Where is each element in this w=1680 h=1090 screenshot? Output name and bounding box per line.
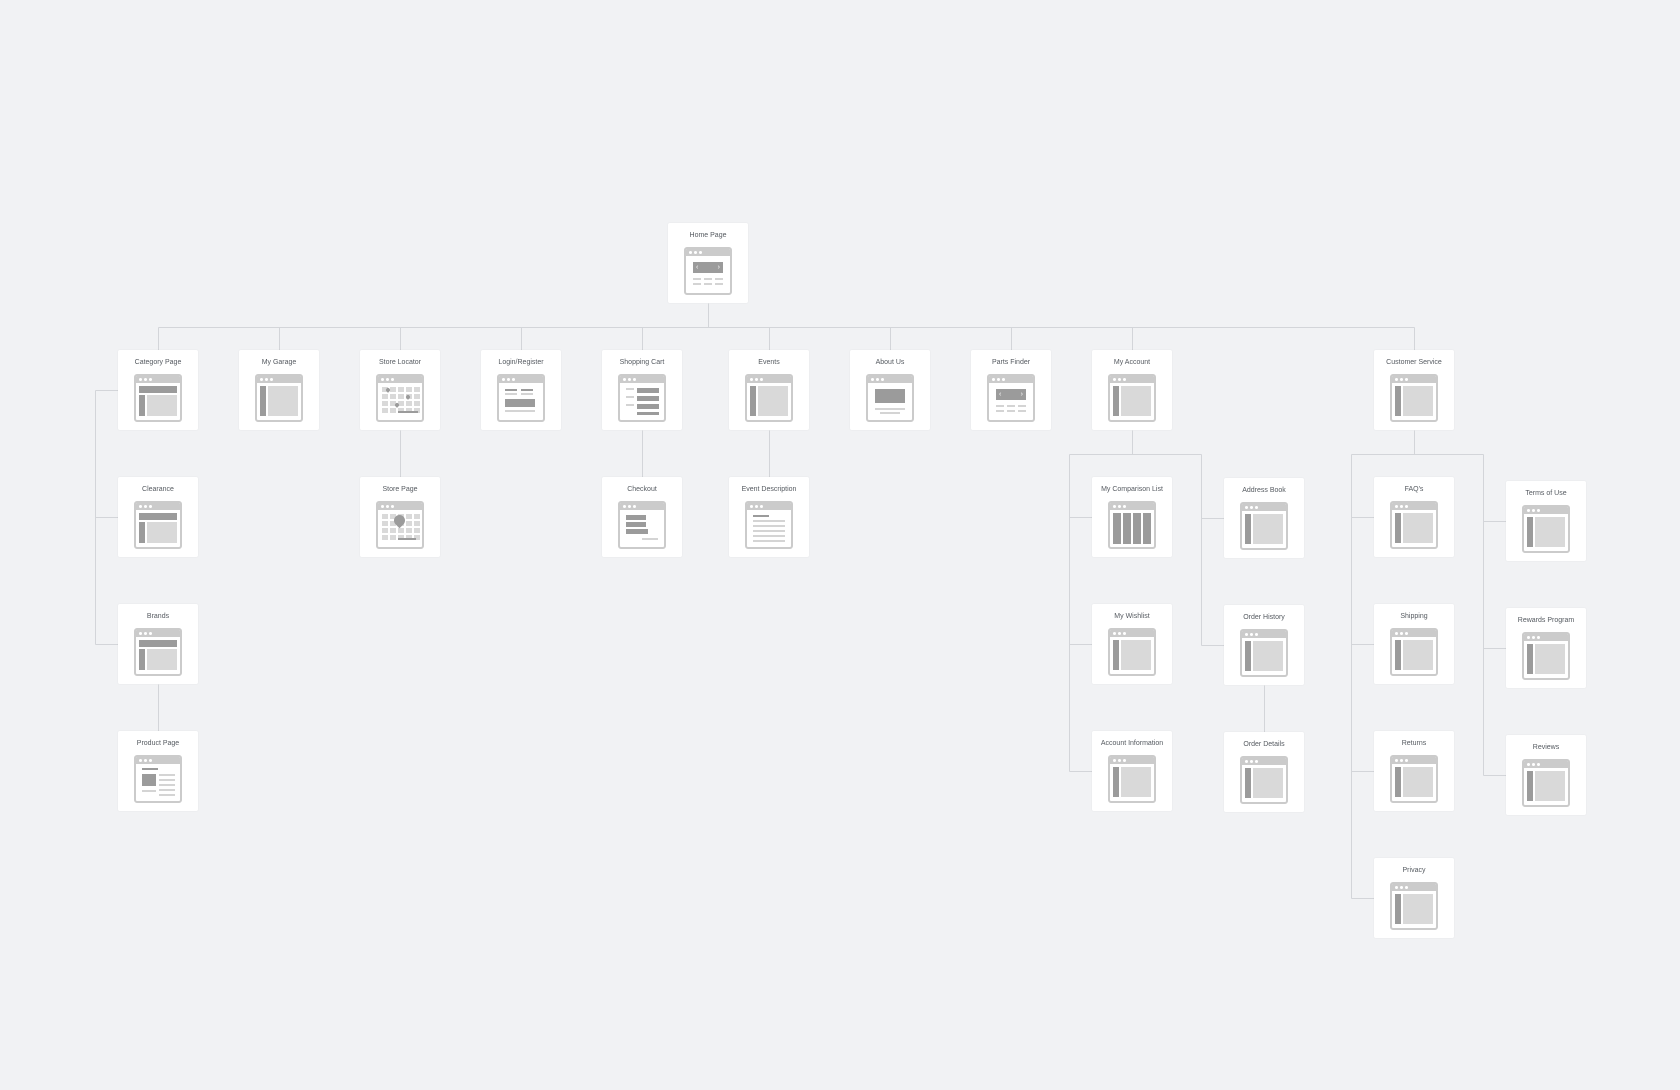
sidebar-wireframe-icon (1522, 759, 1570, 807)
sidebar-wireframe-icon (1240, 629, 1288, 677)
page-node-label: My Wishlist (1114, 613, 1150, 620)
page-node-login[interactable]: Login/Register (481, 350, 561, 430)
sidebar-wireframe-icon (745, 374, 793, 422)
banner-sidebar-wireframe-icon (134, 374, 182, 422)
page-node-label: Brands (146, 613, 170, 620)
page-node-events[interactable]: Events (729, 350, 809, 430)
sidebar-wireframe-icon (1522, 505, 1570, 553)
page-node-returns[interactable]: Returns (1374, 731, 1454, 811)
list-wireframe-icon (618, 374, 666, 422)
page-node-label: My Account (1113, 359, 1151, 366)
page-node-label: Rewards Program (1517, 617, 1575, 624)
page-node-label: Customer Service (1386, 359, 1442, 366)
sidebar-wireframe-icon (1390, 374, 1438, 422)
page-node-label: Account Information (1100, 740, 1164, 747)
page-node-shipping[interactable]: Shipping (1374, 604, 1454, 684)
page-node-label: Terms of Use (1525, 490, 1567, 497)
sidebar-wireframe-icon (1390, 628, 1438, 676)
page-node-label: My Comparison List (1101, 486, 1163, 493)
page-node-faq[interactable]: FAQ's (1374, 477, 1454, 557)
page-node-label: Order History (1243, 614, 1285, 621)
page-node-label: Order Details (1243, 741, 1285, 748)
page-node-home[interactable]: Home Page ‹› (668, 223, 748, 303)
page-node-label: Product Page (136, 740, 180, 747)
page-node-clearance[interactable]: Clearance (118, 477, 198, 557)
sidebar-wireframe-icon (1108, 628, 1156, 676)
sidebar-wireframe-icon (1108, 755, 1156, 803)
page-node-label: Shopping Cart (619, 359, 665, 366)
page-node-label: Store Locator (378, 359, 422, 366)
sidebar-wireframe-icon (1390, 755, 1438, 803)
banner-sidebar-wireframe-icon (134, 628, 182, 676)
page-node-label: Clearance (142, 486, 174, 493)
page-node-label: Events (758, 359, 780, 366)
page-node-label: Home Page (689, 232, 727, 239)
page-node-label: Address Book (1242, 487, 1286, 494)
banner-sidebar-wireframe-icon (134, 501, 182, 549)
page-node-label: Reviews (1532, 744, 1560, 751)
map-pins-wireframe-icon (376, 374, 424, 422)
sidebar-wireframe-icon (1240, 756, 1288, 804)
page-node-partsfinder[interactable]: Parts Finder ‹› (971, 350, 1051, 430)
page-node-wishlist[interactable]: My Wishlist (1092, 604, 1172, 684)
page-node-label: Checkout (627, 486, 657, 493)
slider-wireframe-icon: ‹› (987, 374, 1035, 422)
page-node-about[interactable]: About Us (850, 350, 930, 430)
page-node-cart[interactable]: Shopping Cart (602, 350, 682, 430)
page-node-comparison[interactable]: My Comparison List (1092, 477, 1172, 557)
page-node-label: Shipping (1400, 613, 1428, 620)
page-node-privacy[interactable]: Privacy (1374, 858, 1454, 938)
page-node-storelocator[interactable]: Store Locator (360, 350, 440, 430)
page-node-product[interactable]: Product Page (118, 731, 198, 811)
page-node-terms[interactable]: Terms of Use (1506, 481, 1586, 561)
page-node-label: Login/Register (498, 359, 544, 366)
sidebar-wireframe-icon (255, 374, 303, 422)
page-node-category[interactable]: Category Page (118, 350, 198, 430)
text-block-wireframe-icon (866, 374, 914, 422)
page-node-brands[interactable]: Brands (118, 604, 198, 684)
product-wireframe-icon (134, 755, 182, 803)
page-node-accountinfo[interactable]: Account Information (1092, 731, 1172, 811)
sidebar-wireframe-icon (1240, 502, 1288, 550)
page-node-rewards[interactable]: Rewards Program (1506, 608, 1586, 688)
page-node-label: Store Page (382, 486, 418, 493)
page-node-addressbook[interactable]: Address Book (1224, 478, 1304, 558)
page-node-eventdesc[interactable]: Event Description (729, 477, 809, 557)
page-node-account[interactable]: My Account (1092, 350, 1172, 430)
sidebar-wireframe-icon (1522, 632, 1570, 680)
page-node-storepage[interactable]: Store Page (360, 477, 440, 557)
page-node-label: About Us (875, 359, 905, 366)
page-node-label: Parts Finder (991, 359, 1031, 366)
page-node-garage[interactable]: My Garage (239, 350, 319, 430)
sidebar-wireframe-icon (1390, 882, 1438, 930)
page-node-orderhistory[interactable]: Order History (1224, 605, 1304, 685)
page-node-label: My Garage (261, 359, 297, 366)
slider-wireframe-icon: ‹› (684, 247, 732, 295)
sidebar-wireframe-icon (1390, 501, 1438, 549)
page-node-service[interactable]: Customer Service (1374, 350, 1454, 430)
article-wireframe-icon (745, 501, 793, 549)
page-node-label: Returns (1401, 740, 1427, 747)
page-node-reviews[interactable]: Reviews (1506, 735, 1586, 815)
sidebar-wireframe-icon (1108, 374, 1156, 422)
page-node-label: FAQ's (1404, 486, 1424, 493)
page-node-label: Event Description (741, 486, 797, 493)
form-wireframe-icon (497, 374, 545, 422)
page-node-label: Category Page (134, 359, 182, 366)
page-node-checkout[interactable]: Checkout (602, 477, 682, 557)
page-node-label: Privacy (1402, 867, 1426, 874)
columns-wireframe-icon (1108, 501, 1156, 549)
page-node-orderdetails[interactable]: Order Details (1224, 732, 1304, 812)
map-pin-wireframe-icon (376, 501, 424, 549)
checkout-wireframe-icon (618, 501, 666, 549)
